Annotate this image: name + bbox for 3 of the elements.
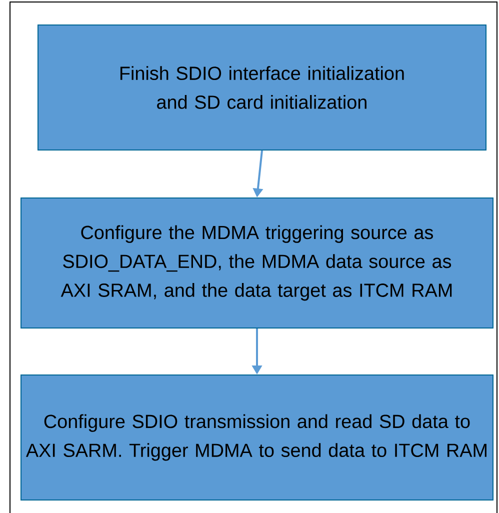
process-box: Configure the MDMA triggering source as SDIO_DATA_END, the MDMA data source as AXI SRAM, and the data target as ITCM RAM [20,198,494,328]
process-box: Configure SDIO transmission and read SD data to AXI SARM. Trigger MDMA to send data to ITCM RAM [20,374,494,500]
process-box: Finish SDIO interface initialization and SD card initialization [38,24,486,150]
